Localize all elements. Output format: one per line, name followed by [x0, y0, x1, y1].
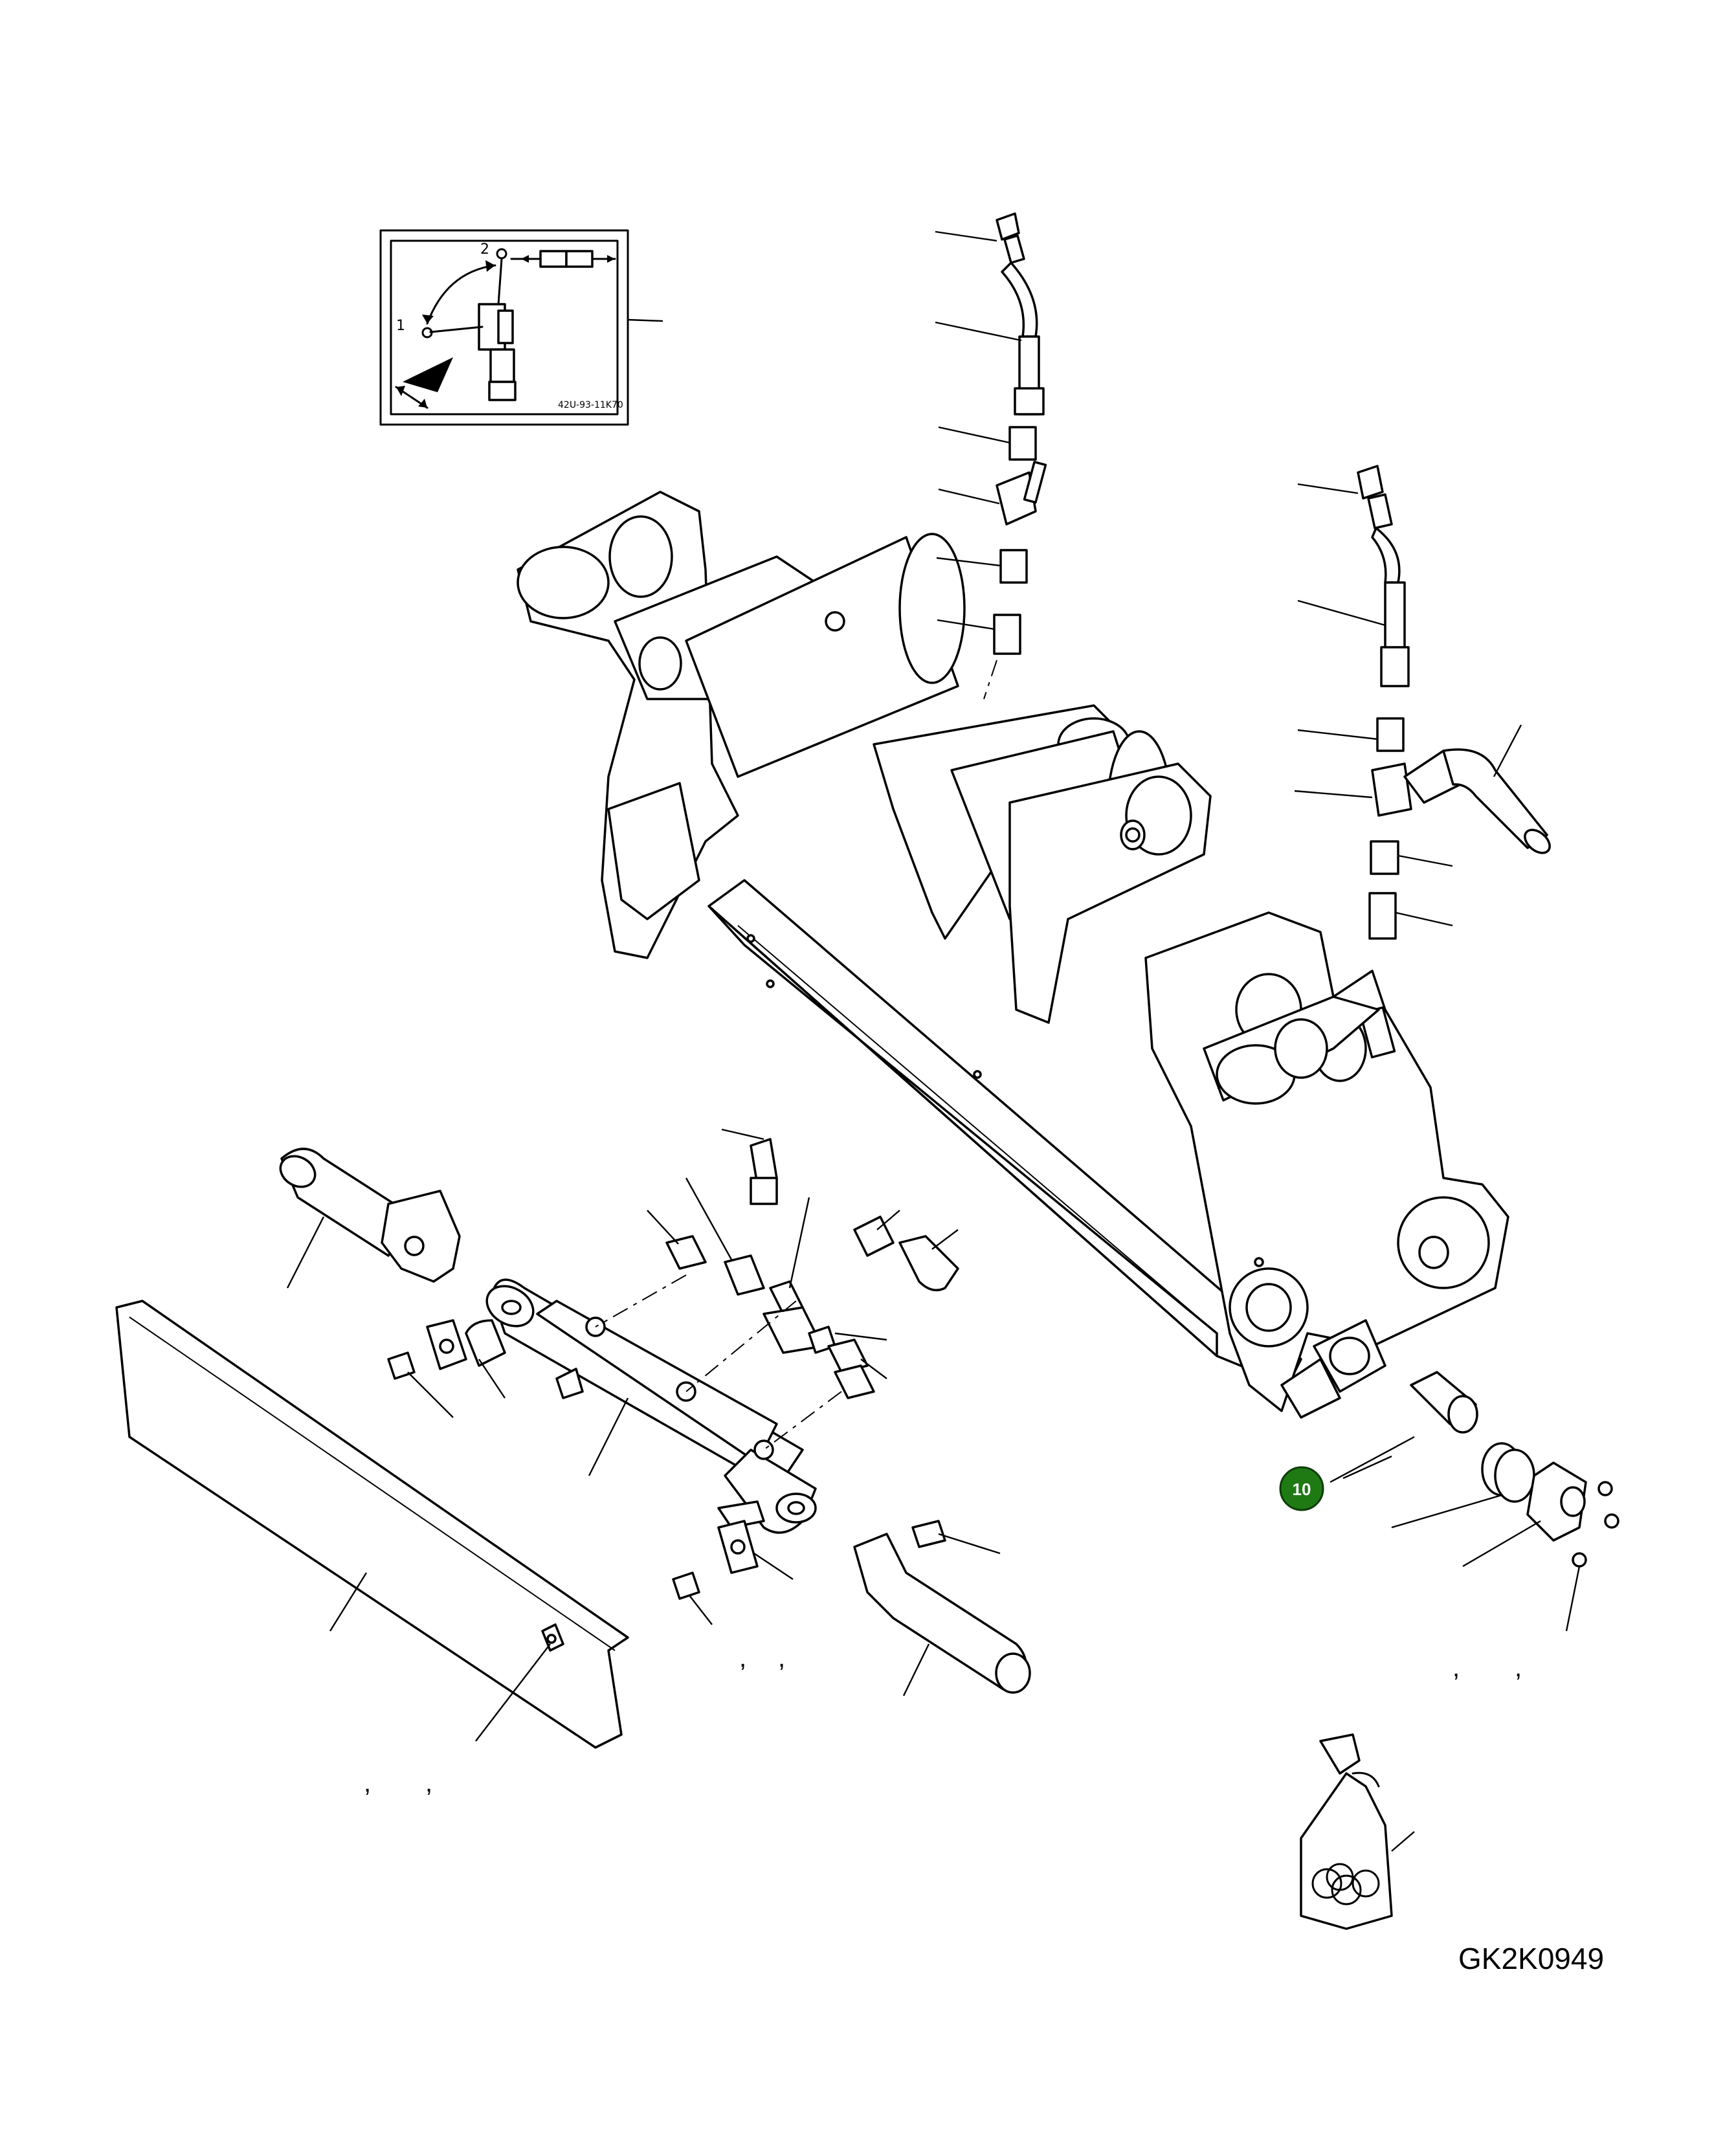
separator: , — [778, 1644, 785, 1672]
separator: , — [1515, 1654, 1522, 1682]
separator: , — [739, 1644, 746, 1672]
separator: , — [425, 1769, 432, 1797]
right-hose-assembly — [1357, 465, 1551, 940]
upper-pin — [279, 1148, 461, 1283]
cylinder-fittings — [595, 1138, 959, 1450]
hydraulic-cylinder — [485, 1278, 817, 1534]
warning-pictogram — [403, 357, 453, 392]
guard-plate — [115, 1300, 629, 1749]
callout-10[interactable]: 10 — [1279, 1466, 1324, 1511]
plate-and-bolt-lower — [672, 1520, 759, 1600]
position-1-label: 1 — [396, 318, 405, 334]
drawing-id: GK2K0949 — [1458, 1942, 1604, 1975]
callout-10-number[interactable]: 10 — [1293, 1480, 1311, 1499]
parts-bag — [1300, 1733, 1393, 1930]
valve-decal-inset: 2 1 42U-93-11K70 — [379, 229, 629, 426]
position-2-label: 2 — [480, 241, 489, 258]
top-hose-assembly — [983, 212, 1047, 700]
bushing-spring-assembly — [1410, 1371, 1619, 1568]
main-frame — [517, 491, 1509, 1419]
decal-code: 42U-93-11K70 — [558, 400, 623, 410]
separator: , — [1452, 1654, 1460, 1682]
plate-and-bolt-left — [387, 1319, 506, 1380]
lower-pin — [853, 1520, 1031, 1694]
separator: , — [364, 1769, 371, 1797]
callout-10-marker[interactable] — [1279, 1466, 1324, 1511]
